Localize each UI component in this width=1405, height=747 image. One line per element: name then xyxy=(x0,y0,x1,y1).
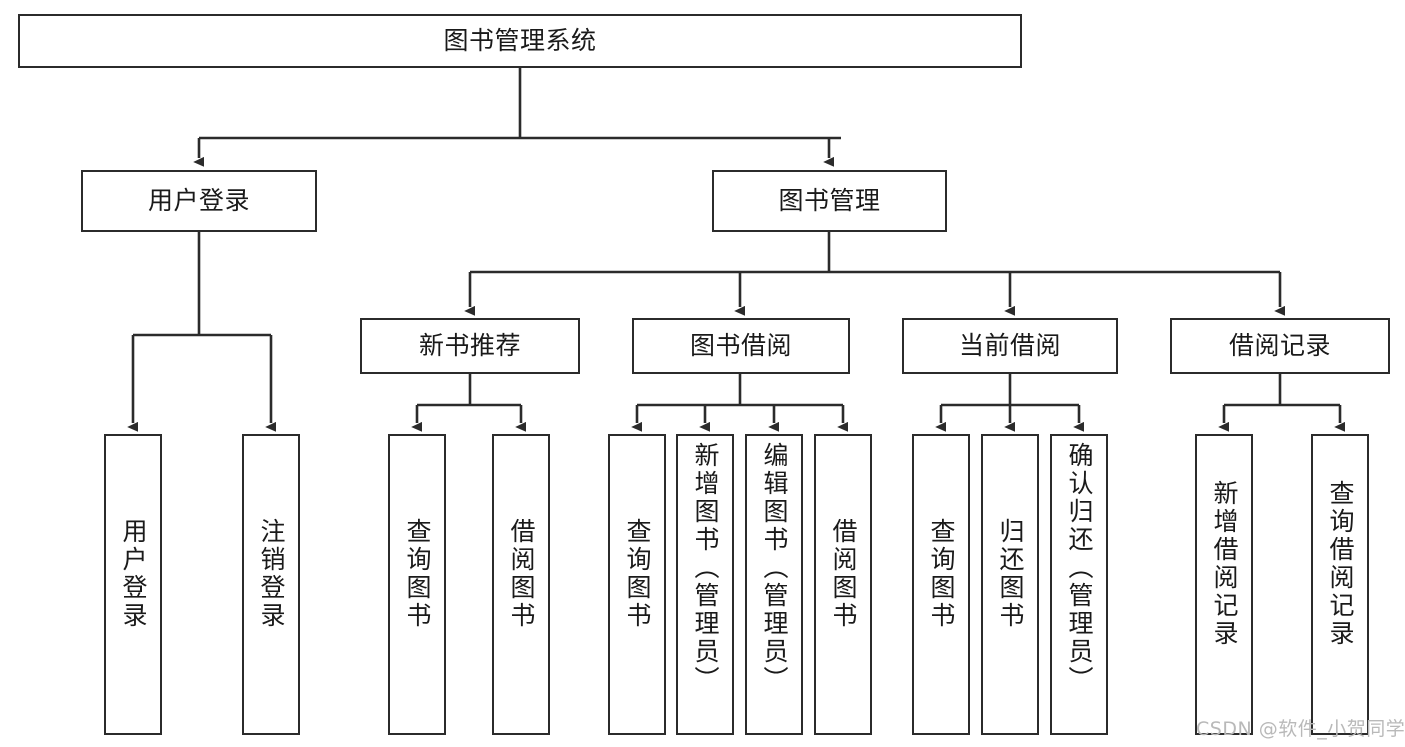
node-label: 查询借阅记录 xyxy=(1326,480,1355,648)
node-label: 编辑图书（管理员） xyxy=(760,442,789,694)
node-leaf-return-book[interactable]: 归还图书 xyxy=(981,434,1039,735)
node-label: 查询图书 xyxy=(623,518,652,630)
node-label: 借阅图书 xyxy=(507,518,536,630)
node-borrow-record[interactable]: 借阅记录 xyxy=(1170,318,1390,374)
node-label: 查询图书 xyxy=(927,518,956,630)
node-book-borrow[interactable]: 图书借阅 xyxy=(632,318,850,374)
node-label: 用户登录 xyxy=(119,518,148,630)
node-label: 注销登录 xyxy=(257,518,286,630)
node-leaf-borrow-book-recommend[interactable]: 借阅图书 xyxy=(492,434,550,735)
node-leaf-logout[interactable]: 注销登录 xyxy=(242,434,300,735)
node-user-login[interactable]: 用户登录 xyxy=(81,170,317,232)
node-label: 归还图书 xyxy=(996,518,1025,630)
node-label: 用户登录 xyxy=(147,186,250,216)
node-leaf-query-book-recommend[interactable]: 查询图书 xyxy=(388,434,446,735)
node-new-book-recommend[interactable]: 新书推荐 xyxy=(360,318,580,374)
node-leaf-add-book-admin[interactable]: 新增图书（管理员） xyxy=(676,434,734,735)
node-label: 图书借阅 xyxy=(689,331,792,361)
node-label: 图书管理 xyxy=(778,186,881,216)
node-label: 图书管理系统 xyxy=(443,26,597,56)
node-leaf-query-borrow-record[interactable]: 查询借阅记录 xyxy=(1311,434,1369,735)
node-label: 新书推荐 xyxy=(418,331,521,361)
node-label: 当前借阅 xyxy=(958,331,1061,361)
node-leaf-query-book-borrow[interactable]: 查询图书 xyxy=(608,434,666,735)
node-leaf-edit-book-admin[interactable]: 编辑图书（管理员） xyxy=(745,434,803,735)
node-label: 新增借阅记录 xyxy=(1210,480,1239,648)
node-label: 新增图书（管理员） xyxy=(691,442,720,694)
node-leaf-query-book-current[interactable]: 查询图书 xyxy=(912,434,970,735)
node-leaf-user-login[interactable]: 用户登录 xyxy=(104,434,162,735)
node-leaf-borrow-book[interactable]: 借阅图书 xyxy=(814,434,872,735)
node-root-system[interactable]: 图书管理系统 xyxy=(18,14,1022,68)
node-label: 借阅记录 xyxy=(1228,331,1331,361)
node-label: 查询图书 xyxy=(403,518,432,630)
node-book-management[interactable]: 图书管理 xyxy=(712,170,947,232)
node-label: 借阅图书 xyxy=(829,518,858,630)
node-leaf-confirm-return-admin[interactable]: 确认归还（管理员） xyxy=(1050,434,1108,735)
node-label: 确认归还（管理员） xyxy=(1065,442,1094,694)
node-leaf-add-borrow-record[interactable]: 新增借阅记录 xyxy=(1195,434,1253,735)
node-current-borrow[interactable]: 当前借阅 xyxy=(902,318,1118,374)
